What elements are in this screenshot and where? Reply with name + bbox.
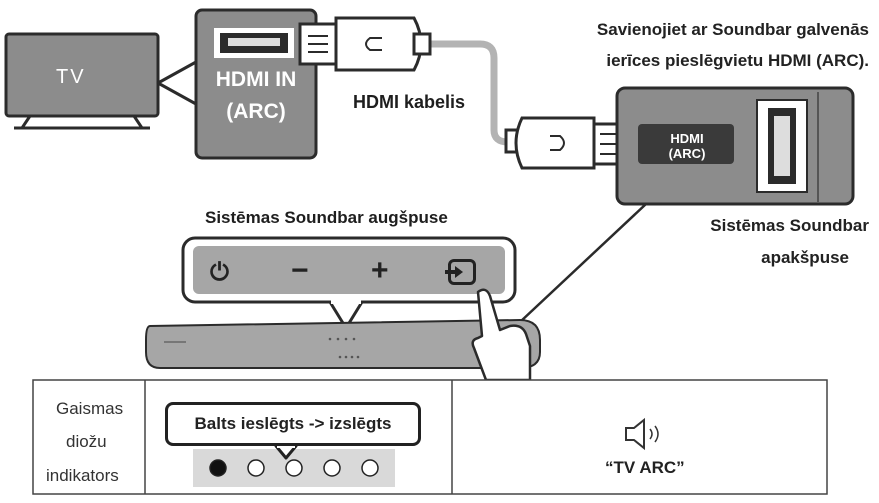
- soundbar-top-callout: [181, 236, 517, 330]
- minus-icon: −: [291, 254, 309, 287]
- soundbar-bottom-callout: [519, 86, 855, 323]
- soundbar-top-label: Sistēmas Soundbar augšpuse: [205, 208, 448, 227]
- table-header-line2: diožu: [66, 432, 107, 451]
- status-table: [32, 379, 828, 495]
- tv-port-line2: (ARC): [226, 100, 286, 123]
- led-off: [323, 459, 341, 477]
- table-header-line1: Gaismas: [56, 399, 124, 418]
- tv-port-line1: HDMI IN: [215, 68, 297, 91]
- tv-port-callout: [156, 8, 318, 160]
- led-off: [361, 459, 379, 477]
- hand-icon: [471, 288, 532, 382]
- tv-hdmi-port-label: HDMI IN (ARC): [200, 64, 312, 128]
- led-off: [285, 459, 303, 477]
- soundbar-bottom-label-line1: Sistēmas Soundbar: [710, 216, 869, 235]
- soundbar-hdmi-port-label: HDMI (ARC): [641, 131, 733, 161]
- soundbar-port-line1: HDMI: [670, 131, 704, 146]
- power-icon: ⏻: [210, 259, 229, 286]
- cable-label: HDMI kabelis: [353, 92, 466, 112]
- hdmi-cable: [430, 40, 520, 146]
- soundbar-bottom-label-line2: apakšpuse: [761, 248, 849, 267]
- speaker-icon: [625, 417, 659, 451]
- hdmi-plug-tv: [298, 16, 432, 72]
- table-header-line3: indikators: [46, 466, 119, 485]
- tv-label: TV: [56, 66, 86, 88]
- led-on: [209, 459, 227, 477]
- led-status-label: Balts ieslēgts -> izslēgts: [165, 402, 421, 446]
- plus-icon: +: [371, 254, 389, 287]
- source-icon: [445, 259, 476, 285]
- result-label: “TV ARC”: [605, 458, 685, 477]
- instruction-line2: ierīces pieslēgvietu HDMI (ARC).: [606, 51, 869, 70]
- hdmi-plug-soundbar: [504, 116, 630, 170]
- led-off: [247, 459, 265, 477]
- instruction-line1: Savienojiet ar Soundbar galvenās: [596, 20, 869, 39]
- soundbar-port-line2: (ARC): [668, 146, 706, 161]
- led-row: [209, 459, 379, 477]
- tv-icon: [4, 32, 160, 130]
